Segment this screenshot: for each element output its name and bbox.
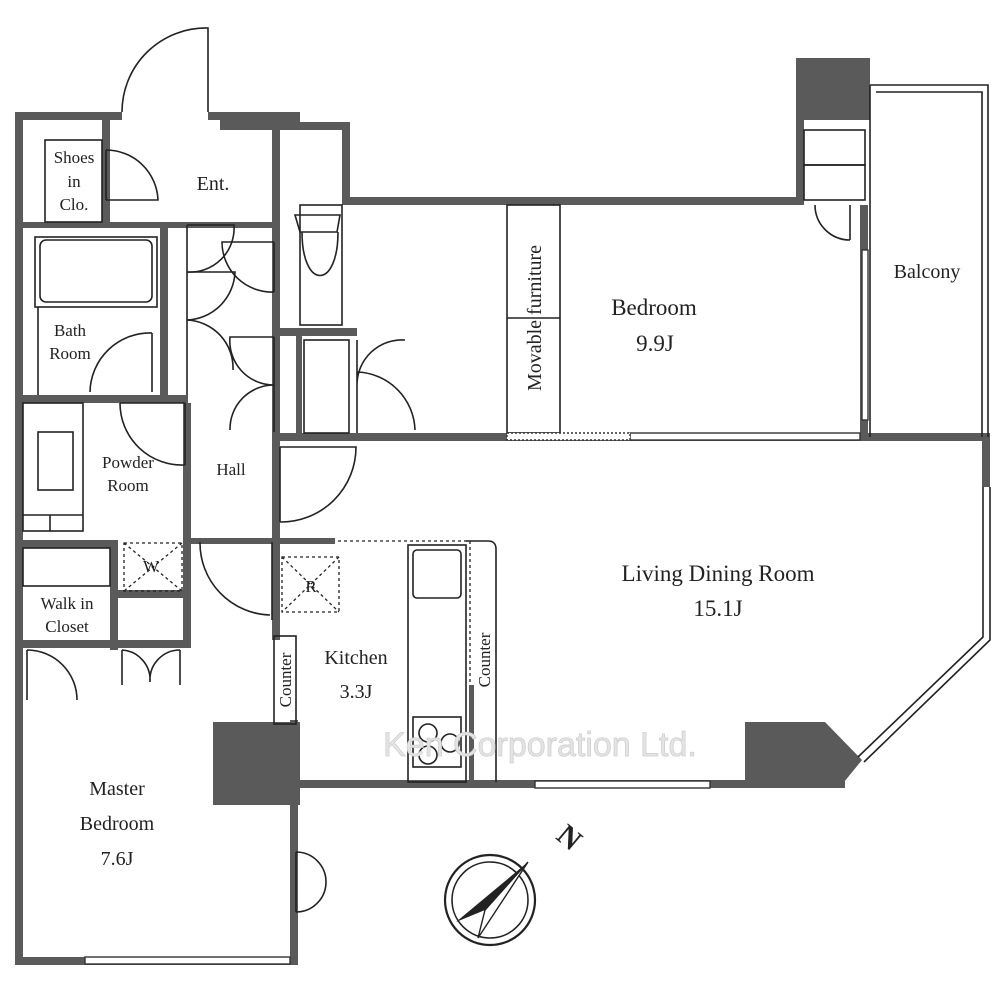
shoes-closet-label-3: Clo. (60, 195, 89, 214)
north-label: N (550, 818, 588, 857)
entrance-label: Ent. (197, 173, 230, 195)
fixtures (22, 129, 866, 783)
walk-in-closet-label-1: Walk in (41, 594, 94, 613)
living-dining-room-label: Living Dining Room (622, 561, 815, 586)
room-labels: Shoes in Clo. Ent. Bath Room Powder Room… (41, 148, 961, 870)
kitchen-label: Kitchen (324, 647, 387, 669)
shoes-closet-label-1: Shoes (54, 148, 95, 167)
hall-label: Hall (216, 460, 246, 479)
compass-arrow-icon (456, 861, 529, 939)
bedroom-size: 9.9J (636, 331, 674, 356)
movable-furniture-label: Movable furniture (524, 245, 546, 391)
balcony-label: Balcony (894, 261, 961, 283)
living-dining-room-size: 15.1J (693, 596, 742, 621)
shoes-closet-label-2: in (67, 172, 81, 191)
refrigerator-label: R (305, 577, 317, 596)
counter-left-label: Counter (276, 652, 295, 707)
powder-room-label-1: Powder (102, 453, 154, 472)
bath-room-label-1: Bath (54, 321, 87, 340)
master-bedroom-label-2: Bedroom (80, 813, 155, 835)
bath-room-label-2: Room (49, 344, 91, 363)
watermark: Ken Corporation Ltd. (383, 726, 697, 764)
doors (26, 27, 851, 913)
kitchen-size: 3.3J (340, 681, 373, 703)
compass: N (443, 818, 588, 947)
bedroom-label: Bedroom (611, 295, 697, 320)
counter-right-label: Counter (475, 632, 494, 687)
master-bedroom-label-1: Master (89, 778, 145, 800)
walk-in-closet-label-2: Closet (45, 617, 89, 636)
windows (84, 84, 991, 965)
walls (15, 58, 990, 965)
powder-room-label-2: Room (107, 476, 149, 495)
washer-label: W (143, 557, 160, 576)
master-bedroom-size: 7.6J (101, 848, 134, 870)
